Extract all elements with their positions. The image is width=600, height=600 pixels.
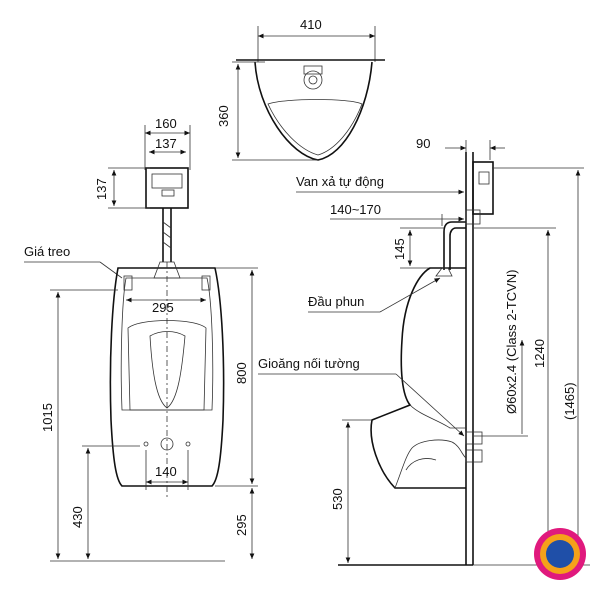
valve-height-total-dim: (1465) <box>562 382 577 420</box>
side-view: 90 Van xả tự động 140~170 145 Đầu phun G <box>258 136 590 566</box>
bowl-width-dim: 295 <box>152 300 174 315</box>
rim-to-floor-dim: 295 <box>234 514 249 536</box>
top-width-dim: 410 <box>300 17 322 32</box>
valve-height-dim: 137 <box>94 178 109 200</box>
outlet-spacing-dim: 140 <box>155 464 177 479</box>
top-view: 410 360 <box>216 17 385 161</box>
supply-range-dim: 140~170 <box>330 202 381 217</box>
pipe-spec: Ø60x2.4 (Class 2-TCVN) <box>504 270 519 414</box>
supply-height-dim: 1240 <box>532 339 547 368</box>
hanger-label: Giá treo <box>24 244 70 259</box>
gasket-label: Gioăng nối tường <box>258 356 360 371</box>
wall-offset-dim: 90 <box>416 136 430 151</box>
outlet-height-dim: 530 <box>330 488 345 510</box>
spray-head-label: Đầu phun <box>308 294 364 309</box>
valve-inner-dim: 137 <box>155 136 177 151</box>
valve-label: Van xả tự động <box>296 174 384 189</box>
body-height-dim: 800 <box>234 362 249 384</box>
brand-logo <box>534 528 586 580</box>
total-height-dim: 1015 <box>40 403 55 432</box>
top-depth-dim: 360 <box>216 105 231 127</box>
front-view: 160 137 137 Giá treo 295 <box>24 116 258 562</box>
spray-height-dim: 145 <box>392 238 407 260</box>
valve-width-dim: 160 <box>155 116 177 131</box>
floor-to-bottom-dim: 430 <box>70 506 85 528</box>
